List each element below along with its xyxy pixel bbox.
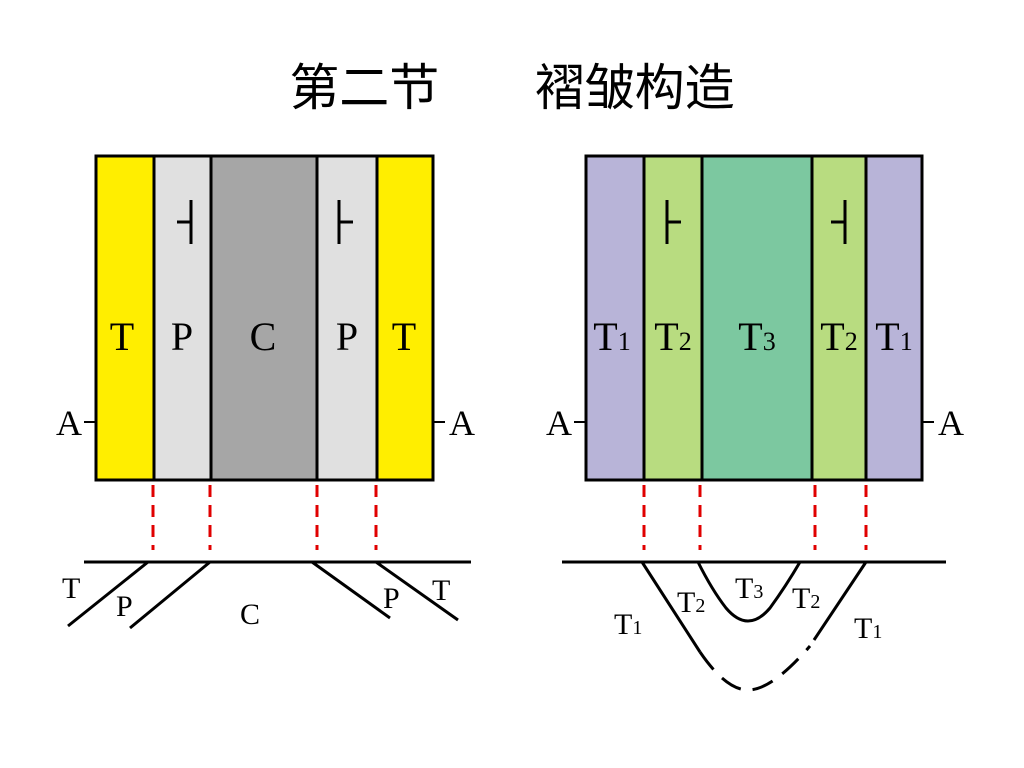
syncline-t2-contact bbox=[640, 561, 702, 653]
map-band-t1-left bbox=[584, 154, 646, 482]
contact-tp-left bbox=[67, 560, 149, 628]
map-label-c: C bbox=[250, 314, 277, 359]
map-label-t2-right: T2 bbox=[820, 314, 857, 359]
map-band-t1-right bbox=[864, 154, 924, 482]
contact-cp-right bbox=[311, 560, 391, 620]
syncline-hinge-projected bbox=[698, 645, 812, 692]
dip-symbol-right bbox=[831, 200, 847, 244]
section-label-t1-right: T1 bbox=[854, 612, 882, 645]
section-label-t-right: T bbox=[432, 574, 450, 607]
syncline-t3-contact bbox=[696, 561, 802, 623]
map-label-p-left: P bbox=[171, 314, 193, 359]
dip-symbol-left bbox=[665, 200, 681, 244]
section-label-a-left: A bbox=[546, 403, 572, 443]
right-geologic-map: T1 T2 T3 T2 T1 A A bbox=[546, 154, 964, 482]
map-label-t-right: T bbox=[392, 314, 416, 359]
section-label-c: C bbox=[240, 598, 260, 631]
contact-pc-left bbox=[129, 560, 211, 630]
section-label-a-left: A bbox=[56, 403, 82, 443]
map-label-t2-left: T2 bbox=[654, 314, 691, 359]
left-cross-section bbox=[67, 560, 471, 630]
section-label-t-left: T bbox=[62, 572, 80, 605]
dip-symbol-left bbox=[177, 200, 193, 244]
section-label-p-right: P bbox=[383, 582, 400, 615]
map-band-t-right bbox=[375, 154, 435, 482]
map-band-p-right bbox=[315, 154, 379, 482]
map-label-t3: T3 bbox=[738, 314, 775, 359]
map-band-t2-right bbox=[810, 154, 868, 482]
section-label-t2-left: T2 bbox=[677, 586, 705, 619]
section-label-a-right: A bbox=[449, 403, 475, 443]
section-label-p-left: P bbox=[116, 590, 133, 623]
left-projection-lines bbox=[151, 485, 378, 550]
right-cross-section bbox=[562, 560, 946, 692]
contact-pt-right bbox=[375, 560, 459, 622]
map-band-t2-left bbox=[642, 154, 704, 482]
map-label-p-right: P bbox=[336, 314, 358, 359]
section-label-t3: T3 bbox=[735, 572, 763, 605]
map-label-t1-left: T1 bbox=[593, 314, 630, 359]
map-label-t-left: T bbox=[110, 314, 134, 359]
right-projection-lines bbox=[642, 485, 868, 550]
section-label-a-right: A bbox=[938, 403, 964, 443]
left-geologic-map: T P C P T A A bbox=[56, 154, 475, 482]
page-title: 第二节 褶皱构造 bbox=[289, 59, 735, 117]
dip-symbol-right bbox=[337, 200, 353, 244]
syncline-t2-contact-right bbox=[812, 561, 868, 641]
section-label-t1-left: T1 bbox=[614, 608, 642, 641]
map-band-t-left bbox=[94, 154, 156, 482]
map-label-t1-right: T1 bbox=[875, 314, 912, 359]
section-label-t2-right: T2 bbox=[792, 582, 820, 615]
